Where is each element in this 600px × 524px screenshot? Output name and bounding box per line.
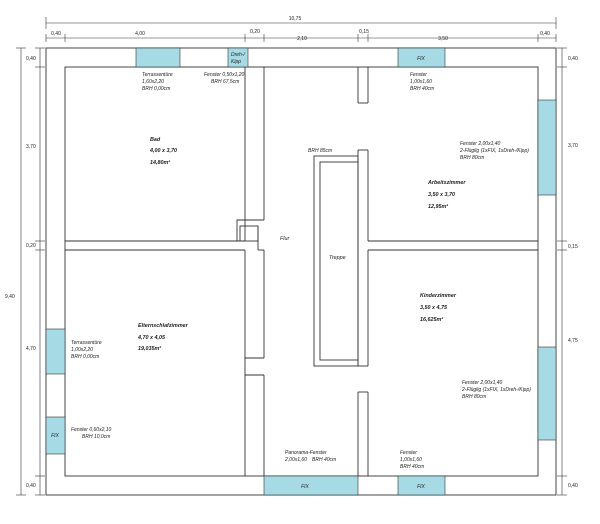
svg-text:2,00x1,60: 2,00x1,60	[284, 457, 307, 463]
svg-text:4,70 x 4,05: 4,70 x 4,05	[137, 335, 166, 341]
note-fenster-top-right: Fenster 1,00x1,60 BRH 40cm	[410, 72, 434, 92]
note-terrasse-top: Terrassentüre 1,60x2,20 BRH 0,00cm	[142, 72, 173, 92]
dim-top-1: 0,40	[51, 31, 61, 37]
svg-text:BRH 67,5cm: BRH 67,5cm	[211, 79, 239, 85]
svg-text:Fenster 2,00x1,40: Fenster 2,00x1,40	[462, 380, 503, 386]
room-elternschlafzimmer: Elternschlafzimmer 4,70 x 4,05 19,035m²	[137, 323, 189, 352]
dim-top-5: 0,15	[359, 29, 369, 35]
svg-text:1,00x2,20: 1,00x2,20	[71, 347, 93, 353]
svg-text:BRH 80cm: BRH 80cm	[460, 155, 484, 161]
dim-left-2: 3,70	[26, 144, 36, 150]
note-panorama-brh: BRH 40cm	[312, 457, 336, 463]
dim-top-7: 0,40	[540, 31, 550, 37]
svg-text:Elternschlafzimmer: Elternschlafzimmer	[138, 323, 189, 329]
window-top-fix	[397, 47, 446, 68]
note-panorama: Panorama-Fenster 2,00x1,60	[284, 450, 327, 463]
svg-text:4,00 x 3,70: 4,00 x 3,70	[149, 148, 177, 154]
svg-text:Terrassentüre: Terrassentüre	[71, 340, 102, 346]
svg-text:1,00x1,60: 1,00x1,60	[400, 457, 422, 463]
dim-top-2: 4,00	[135, 31, 145, 37]
svg-text:2-Flüglig (1xFIX, 1xDreh-/Kipp: 2-Flüglig (1xFIX, 1xDreh-/Kipp)	[459, 148, 529, 154]
dim-right-3: 0,15	[568, 244, 578, 250]
note-fenster-bottom-right: Fenster 1,00x1,60 BRH 40cm	[400, 450, 424, 470]
dim-top-6: 3,50	[438, 36, 448, 42]
room-treppe: Treppe	[329, 255, 346, 261]
svg-text:BRH 10,0cm: BRH 10,0cm	[82, 434, 110, 440]
window-top-dreh-kipp	[227, 47, 249, 68]
svg-text:19,035m²: 19,035m²	[138, 346, 161, 352]
window-bottom-panorama	[263, 475, 359, 496]
svg-text:Fenster: Fenster	[410, 72, 427, 78]
svg-text:14,80m²: 14,80m²	[150, 160, 170, 166]
window-dreh-kipp-label-2: Kipp	[231, 59, 241, 65]
svg-text:BRH 40cm: BRH 40cm	[400, 464, 424, 470]
svg-text:BRH 0,00cm: BRH 0,00cm	[142, 86, 170, 92]
svg-text:3,50 x 4,75: 3,50 x 4,75	[420, 305, 448, 311]
svg-text:1,00x1,60: 1,00x1,60	[410, 79, 432, 85]
note-fenster-left-lower: Fenster 0,60x2,10 BRH 10,0cm	[71, 427, 112, 440]
window-bottom-fix	[397, 475, 446, 496]
dim-right-4: 4,75	[568, 338, 578, 344]
svg-text:Fenster 2,00x1,40: Fenster 2,00x1,40	[460, 141, 501, 147]
window-panorama-fix-label: FIX	[301, 484, 309, 490]
dim-top-3: 0,20	[250, 29, 260, 35]
window-top-terrace	[135, 47, 181, 68]
note-fenster-right-upper: Fenster 2,00x1,40 2-Flüglig (1xFIX, 1xDr…	[459, 141, 529, 161]
dim-right-1: 0,40	[568, 56, 578, 62]
svg-text:1,60x2,20: 1,60x2,20	[142, 79, 164, 85]
svg-text:12,95m²: 12,95m²	[428, 204, 448, 210]
svg-text:16,625m²: 16,625m²	[420, 317, 443, 323]
note-fenster-top-mid: Fenster 0,50x1,20 BRH 67,5cm	[204, 72, 245, 85]
svg-text:BRH 40cm: BRH 40cm	[410, 86, 434, 92]
window-right-upper	[537, 99, 557, 196]
windows	[45, 47, 557, 496]
room-arbeitszimmer: Arbeitszimmer 3,50 x 3,70 12,95m²	[427, 180, 466, 210]
room-bad: Bad 4,00 x 3,70 14,80m²	[149, 137, 177, 166]
note-fenster-right-lower: Fenster 2,00x1,40 2-Flüglig (1xFIX, 1xDr…	[461, 380, 531, 400]
window-left-terrace	[45, 328, 66, 375]
window-bottom-fix-label: FIX	[417, 484, 425, 490]
svg-text:Fenster: Fenster	[400, 450, 417, 456]
window-left-fix	[45, 416, 66, 455]
dim-top-total: 10,75	[289, 16, 302, 22]
dimension-lines	[16, 17, 567, 496]
svg-text:Kinderzimmer: Kinderzimmer	[420, 293, 457, 299]
dim-left-total: 9,40	[5, 294, 15, 300]
svg-text:2-Flüglig (1xFIX, 1xDreh-/Kipp: 2-Flüglig (1xFIX, 1xDreh-/Kipp)	[461, 387, 531, 393]
room-flur: Flur	[280, 236, 289, 242]
window-right-lower	[537, 346, 557, 441]
dim-right-5: 0,40	[568, 483, 578, 489]
svg-text:Fenster 0,60x2,10: Fenster 0,60x2,10	[71, 427, 112, 433]
svg-text:BRH 80cm: BRH 80cm	[462, 394, 486, 400]
svg-text:Panorama-Fenster: Panorama-Fenster	[285, 450, 327, 456]
dim-left-1: 0,40	[26, 56, 36, 62]
svg-text:Arbeitszimmer: Arbeitszimmer	[427, 180, 466, 186]
note-terrasse-left: Terrassentüre 1,00x2,20 BRH 0,00cm	[71, 340, 102, 360]
svg-text:Bad: Bad	[150, 137, 161, 143]
window-top-fix-label: FIX	[417, 56, 425, 62]
svg-text:Terrassentüre: Terrassentüre	[142, 72, 173, 78]
dim-top-4: 2,10	[297, 36, 307, 42]
note-brh-stair: BRH 85cm	[308, 148, 332, 154]
svg-text:BRH 0,00cm: BRH 0,00cm	[71, 354, 99, 360]
walls	[45, 47, 557, 496]
dim-left-4: 4,70	[26, 346, 36, 352]
room-kinderzimmer: Kinderzimmer 3,50 x 4,75 16,625m²	[420, 293, 457, 323]
dim-right-2: 3,70	[568, 143, 578, 149]
window-left-fix-label: FIX	[51, 433, 59, 439]
dim-left-3: 0,20	[26, 243, 36, 249]
window-dreh-kipp-label-1: Dreh-/	[231, 52, 246, 58]
svg-text:Fenster 0,50x1,20: Fenster 0,50x1,20	[204, 72, 245, 78]
svg-text:3,50 x 3,70: 3,50 x 3,70	[428, 192, 455, 198]
dim-left-5: 0,40	[26, 483, 36, 489]
